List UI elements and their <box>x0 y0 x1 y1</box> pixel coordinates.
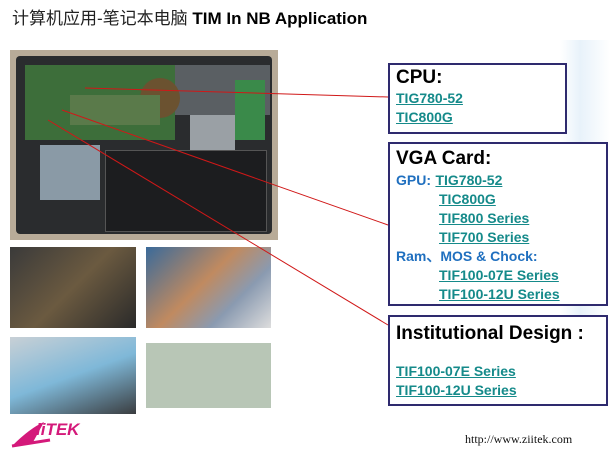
heatsink-photo <box>146 247 271 328</box>
inst-callout-line <box>47 119 389 326</box>
institutional-box: Institutional Design : TIF100-07E Series… <box>388 315 608 406</box>
gpu-label: GPU: <box>396 172 431 188</box>
cpu-heading: CPU: <box>396 67 443 88</box>
slide-title: 计算机应用-笔记本电脑 TIM In NB Application <box>12 4 367 29</box>
inst-link-tif100-12u[interactable]: TIF100-12U Series <box>396 382 517 398</box>
gpu-link-tic800g[interactable]: TIC800G <box>439 191 496 207</box>
ram-label: Ram、MOS & Chock: <box>396 248 538 264</box>
footer-url: http://www.ziitek.com <box>465 432 573 446</box>
fan-photo <box>10 247 136 328</box>
cpu-link-tig780[interactable]: TIG780-52 <box>396 90 463 106</box>
gpu-link-tif800[interactable]: TIF800 Series <box>439 210 530 226</box>
vga-box: VGA Card: GPU: TIG780-52 TIC800G TIF800 … <box>388 142 608 306</box>
gpu-link-tig780[interactable]: TIG780-52 <box>435 172 503 188</box>
inst-link-tif100-07e[interactable]: TIF100-07E Series <box>396 363 516 379</box>
cpu-callout-line <box>84 87 389 98</box>
vga-callout-line <box>61 109 389 226</box>
title-en: TIM In NB Application <box>192 9 368 28</box>
ziitek-logo: iiTEK <box>10 418 90 448</box>
cpu-link-tic800g[interactable]: TIC800G <box>396 109 453 125</box>
institutional-heading: Institutional Design : <box>396 323 584 344</box>
chassis-photo <box>10 337 136 414</box>
cpu-box: CPU: TIG780-52 TIC800G <box>388 63 567 134</box>
laptop-internals-photo <box>10 50 278 240</box>
ram-link-tif100-12u[interactable]: TIF100-12U Series <box>439 286 560 302</box>
vga-heading: VGA Card: <box>396 148 492 169</box>
title-cn: 计算机应用-笔记本电脑 <box>12 9 188 28</box>
ram-link-tif100-07e[interactable]: TIF100-07E Series <box>439 267 559 283</box>
gpu-link-tif700[interactable]: TIF700 Series <box>439 229 530 245</box>
syringe-photo <box>146 343 271 408</box>
